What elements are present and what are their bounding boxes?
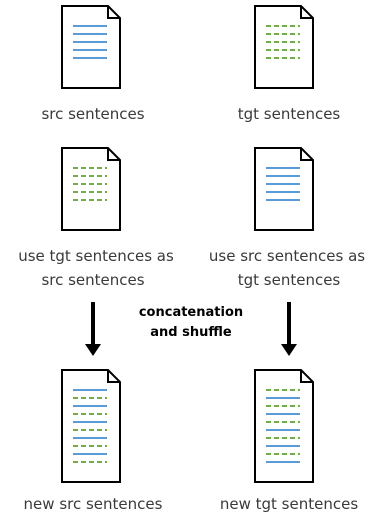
label-use-src-line2: tgt sentences <box>237 271 341 289</box>
label-use-src-line1: use src sentences as <box>208 247 366 265</box>
arrow-right-head-icon <box>281 344 297 356</box>
label-and-shuffle: and shuffle <box>150 325 232 340</box>
arrow-left-head-icon <box>85 344 101 356</box>
label-concatenation: concatenation <box>138 305 244 320</box>
label-src-sentences: src sentences <box>41 105 145 123</box>
label-use-tgt-line1: use tgt sentences as <box>18 247 174 265</box>
label-use-tgt-line2: src sentences <box>41 271 145 289</box>
doc-swap-right-icon <box>254 147 314 231</box>
label-new-tgt-sentences: new tgt sentences <box>219 495 359 513</box>
doc-new-tgt-icon <box>254 369 314 483</box>
arrows <box>85 302 297 356</box>
doc-tgt-icon <box>254 5 314 89</box>
doc-src-icon <box>61 5 121 89</box>
label-new-src-sentences: new src sentences <box>23 495 163 513</box>
label-tgt-sentences: tgt sentences <box>237 105 341 123</box>
doc-new-src-icon <box>61 369 121 483</box>
doc-swap-left-icon <box>61 147 121 231</box>
